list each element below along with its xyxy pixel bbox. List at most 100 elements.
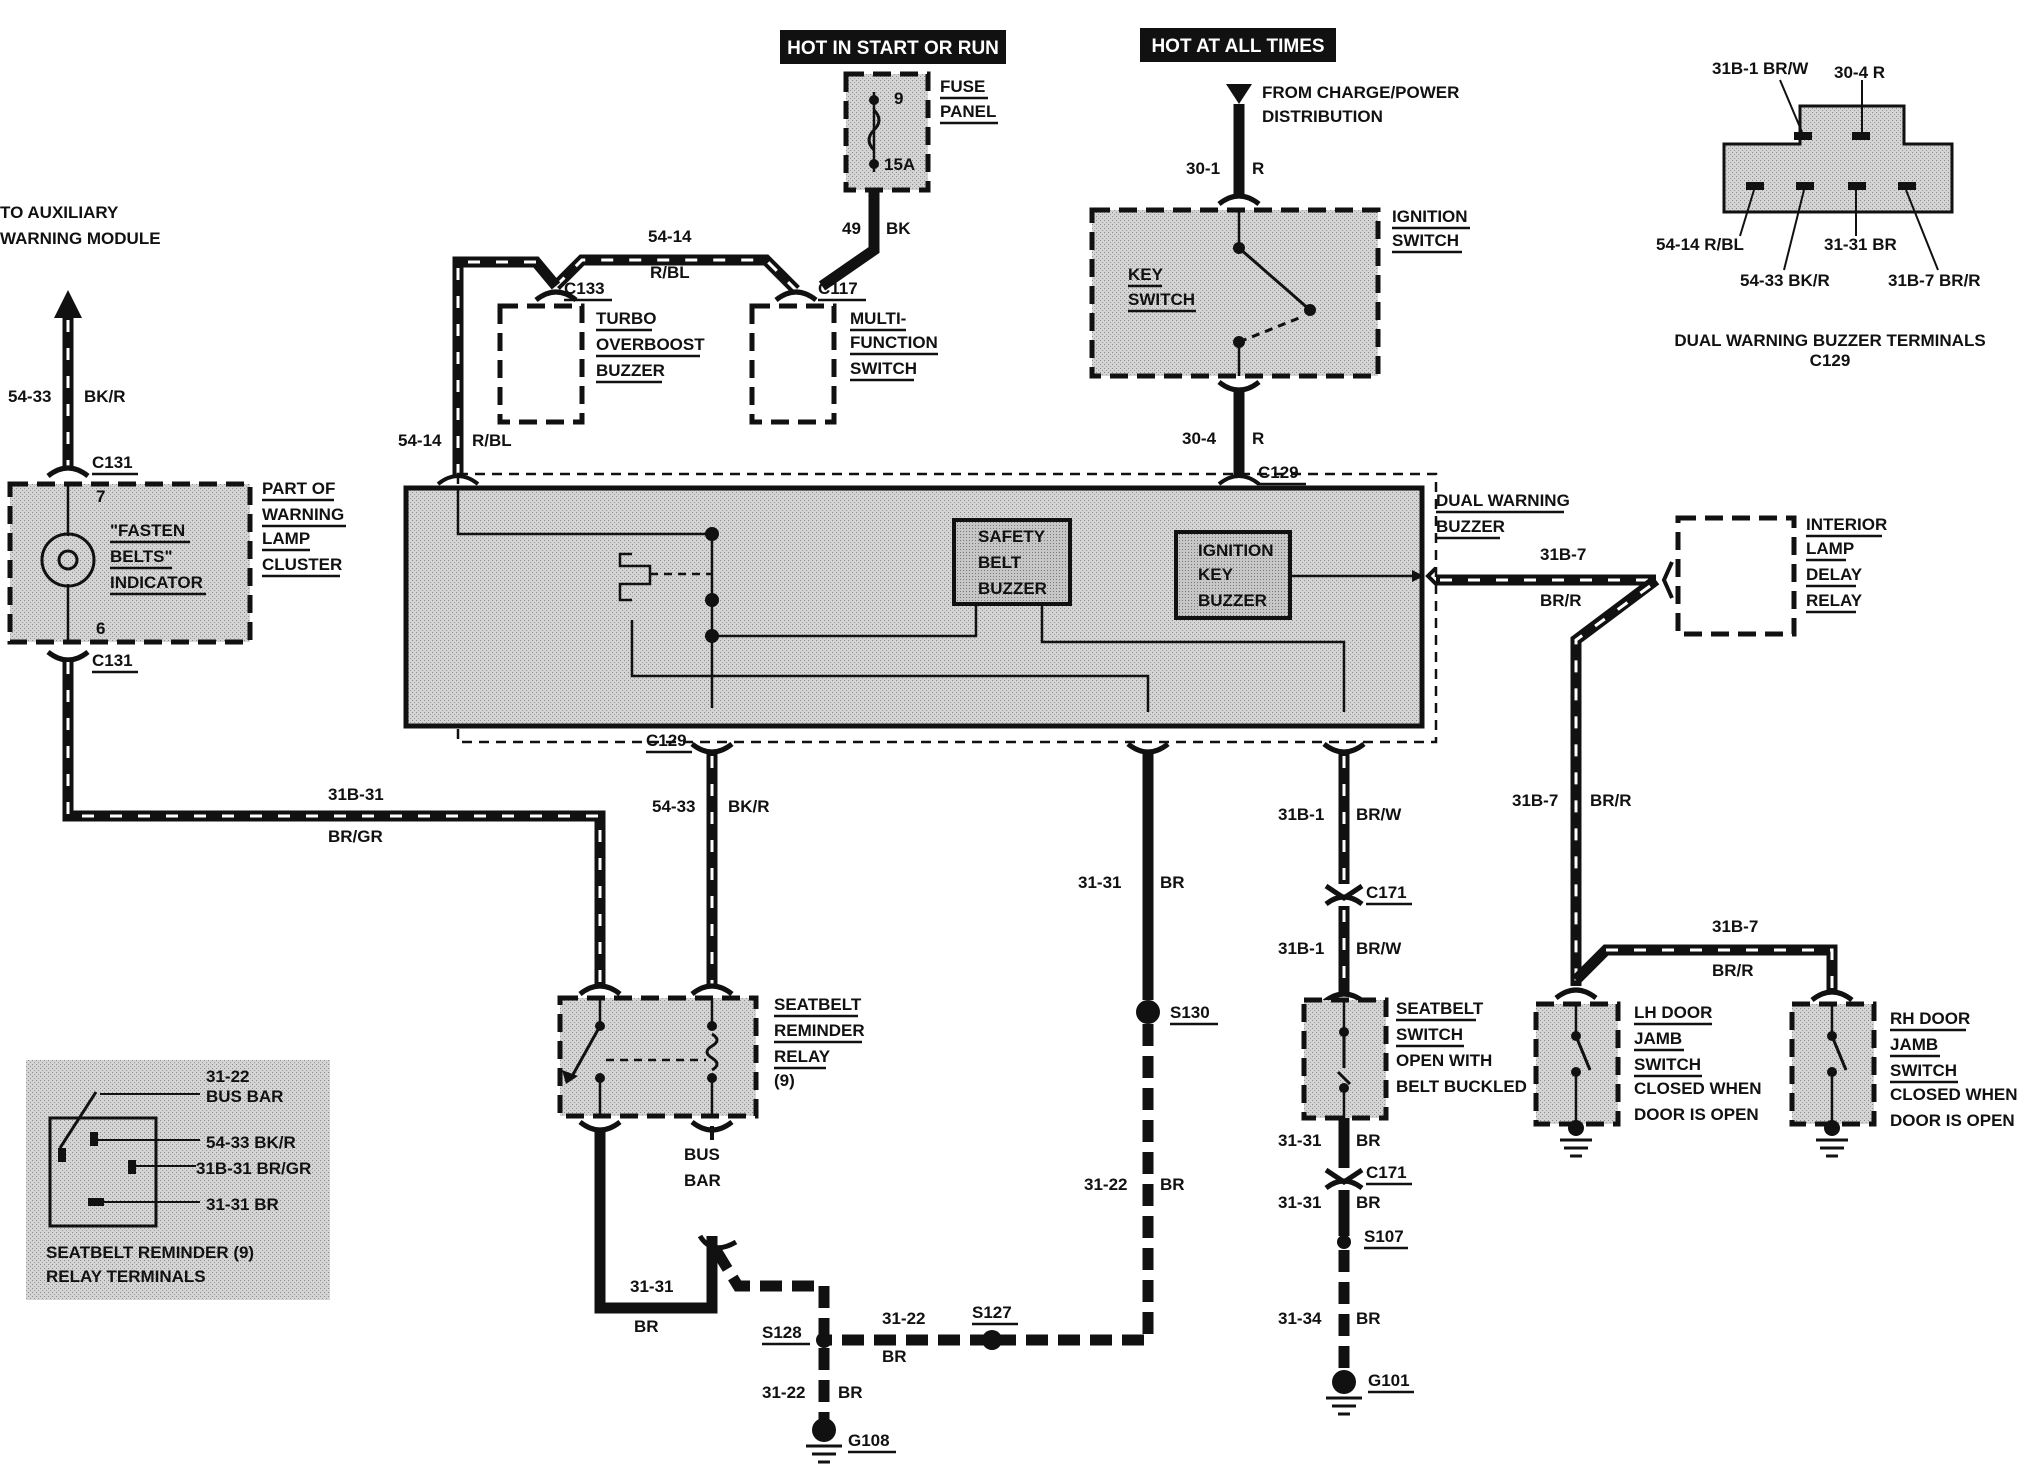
- fuse-rating: 15A: [884, 155, 915, 174]
- seatbelt-switch: SEATBELT SWITCH OPEN WITH BELT BUCKLED: [1301, 997, 1527, 1121]
- wire-31-22-bottom-number: 31-22: [882, 1309, 925, 1328]
- safety-buzzer-label-2: BELT: [978, 553, 1022, 572]
- s128-label: S128: [762, 1323, 802, 1342]
- buzzer-term-3: 54-14 R/BL: [1656, 235, 1744, 254]
- rh-door-label-4: CLOSED WHEN: [1890, 1085, 2018, 1104]
- wire-31-31-relay-color: BR: [634, 1317, 659, 1336]
- rh-door-label-1: RH DOOR: [1890, 1009, 1970, 1028]
- indicator-label-2: BELTS": [110, 547, 173, 566]
- wire-31-31-sw-b-color: BR: [1356, 1193, 1381, 1212]
- cluster-label-1: PART OF: [262, 479, 335, 498]
- relay-inset-caption-1: SEATBELT REMINDER (9): [46, 1243, 254, 1262]
- aux-module-label-1: TO AUXILIARY: [0, 203, 119, 222]
- dual-warning-buzzer: SAFETY BELT BUZZER IGNITION KEY BUZZER D…: [403, 472, 1570, 744]
- charge-power-label-2: DISTRIBUTION: [1262, 107, 1383, 126]
- bus-bar-label-1: BUS: [684, 1145, 720, 1164]
- sbs-label-4: BELT BUCKLED: [1396, 1077, 1527, 1096]
- c133-connector-icon: [534, 289, 578, 303]
- wire-54-33-relay-number: 54-33: [652, 797, 695, 816]
- wire-31b-7-door: [1572, 944, 1838, 992]
- wire-31-34-color: BR: [1356, 1309, 1381, 1328]
- aux-module-label-2: WARNING MODULE: [0, 229, 161, 248]
- s127-label: S127: [972, 1303, 1012, 1322]
- sbs-label-1: SEATBELT: [1396, 999, 1484, 1018]
- c171-b-label: C171: [1366, 1163, 1407, 1182]
- relay-terminals-inset: 31-22 BUS BAR 54-33 BK/R 31B-31 BR/GR 31…: [26, 1060, 330, 1300]
- lh-door-label-1: LH DOOR: [1634, 1003, 1712, 1022]
- g108-label: G108: [848, 1431, 890, 1450]
- buzzer-term-4: 54-33 BK/R: [1740, 271, 1830, 290]
- ildr-label-1: INTERIOR: [1806, 515, 1887, 534]
- pin-6: 6: [96, 619, 105, 638]
- mfs-label-1: MULTI-: [850, 309, 906, 328]
- c133-label: C133: [564, 279, 605, 298]
- header-hot-start-run-text: HOT IN START OR RUN: [787, 38, 999, 59]
- wire-31-22-center-number: 31-22: [1084, 1175, 1127, 1194]
- turbo-overboost-buzzer: TURBO OVERBOOST BUZZER: [497, 303, 705, 425]
- wire-31b-7-top-number: 31B-7: [1540, 545, 1586, 564]
- c131-bottom-label: C131: [92, 651, 133, 670]
- buzzer-inset-caption-2: C129: [1810, 351, 1851, 370]
- wire-31-34-number: 31-34: [1278, 1309, 1322, 1328]
- mfs-label-3: SWITCH: [850, 359, 917, 378]
- header-hot-start-run: HOT IN START OR RUN: [780, 30, 1006, 64]
- ildr-label-4: RELAY: [1806, 591, 1863, 610]
- wire-54-14-top: [552, 254, 800, 294]
- ignition-switch-label-2: SWITCH: [1392, 231, 1459, 250]
- wire-30-1-number: 30-1: [1186, 159, 1220, 178]
- wire-bus-bar-link: [711, 1247, 830, 1340]
- relay-term-1b: BUS BAR: [206, 1087, 283, 1106]
- lh-door-label-3: SWITCH: [1634, 1055, 1701, 1074]
- lh-ground-icon: [1560, 1138, 1592, 1158]
- indicator-label-3: INDICATOR: [110, 573, 203, 592]
- c117-label: C117: [818, 279, 858, 298]
- wire-31b-1-b-number: 31B-1: [1278, 939, 1324, 958]
- cluster-label-3: LAMP: [262, 529, 310, 548]
- wire-30-4-color: R: [1252, 429, 1264, 448]
- wire-54-14-top-color: R/BL: [650, 263, 690, 282]
- ignition-switch: KEY SWITCH IGNITION SWITCH: [1089, 207, 1470, 379]
- cluster-label-4: CLUSTER: [262, 555, 342, 574]
- dual-buzzer-label-1: DUAL WARNING: [1436, 491, 1570, 510]
- relay-term-1: 31-22: [206, 1067, 249, 1086]
- buzzer-inset-caption-1: DUAL WARNING BUZZER TERMINALS: [1674, 331, 1985, 350]
- sbr-label-3: RELAY: [774, 1047, 831, 1066]
- warning-lamp-cluster: 7 6 "FASTEN BELTS" INDICATOR PART OF WAR…: [7, 479, 346, 645]
- rh-door-label-5: DOOR IS OPEN: [1890, 1111, 2015, 1130]
- wire-31-31-relay-number: 31-31: [630, 1277, 673, 1296]
- wire-49-color: BK: [886, 219, 911, 238]
- wire-54-33-relay-color: BK/R: [728, 797, 770, 816]
- fuse-panel: 9 15A FUSE PANEL: [843, 71, 998, 193]
- g101-ground-icon: [1326, 1396, 1362, 1416]
- wire-31-22-center-color: BR: [1160, 1175, 1185, 1194]
- wire-31-31-sw-a-number: 31-31: [1278, 1131, 1321, 1150]
- wire-31b-31-number: 31B-31: [328, 785, 384, 804]
- rh-door-label-2: JAMB: [1890, 1035, 1938, 1054]
- sbr-label-1: SEATBELT: [774, 995, 862, 1014]
- wire-31b-7-door-color: BR/R: [1712, 961, 1754, 980]
- wire-31-31-center-number: 31-31: [1078, 873, 1121, 892]
- aux-module-arrow-icon: [54, 290, 82, 318]
- c129-top-label: C129: [1258, 463, 1299, 482]
- seatbelt-reminder-relay: SEATBELT REMINDER RELAY (9): [557, 995, 865, 1119]
- rh-door-label-3: SWITCH: [1890, 1061, 1957, 1080]
- relay-term-2: 54-33 BK/R: [206, 1133, 296, 1152]
- sbs-label-2: SWITCH: [1396, 1025, 1463, 1044]
- wire-31-22-center: [990, 1024, 1154, 1346]
- wire-31b-7-door-number: 31B-7: [1712, 917, 1758, 936]
- lh-door-jamb-switch: LH DOOR JAMB SWITCH CLOSED WHEN DOOR IS …: [1533, 1001, 1762, 1158]
- safety-buzzer-label-1: SAFETY: [978, 527, 1046, 546]
- turbo-label-1: TURBO: [596, 309, 656, 328]
- g108-ground-icon: [806, 1444, 842, 1464]
- fuse-number: 9: [894, 89, 903, 108]
- charge-power-label-1: FROM CHARGE/POWER: [1262, 83, 1459, 102]
- wire-31b-7-vert-color: BR/R: [1590, 791, 1632, 810]
- wire-31b-7-vert: [1570, 575, 1660, 986]
- wire-54-14-top-number: 54-14: [648, 227, 692, 246]
- wire-31b-31-color: BR/GR: [328, 827, 383, 846]
- s130-splice: [1136, 1000, 1160, 1024]
- c117-connector-icon: [774, 289, 818, 303]
- wire-31-22-g108-color: BR: [838, 1383, 863, 1402]
- key-switch-label-1: KEY: [1128, 265, 1164, 284]
- wire-49-label: 49: [842, 219, 861, 238]
